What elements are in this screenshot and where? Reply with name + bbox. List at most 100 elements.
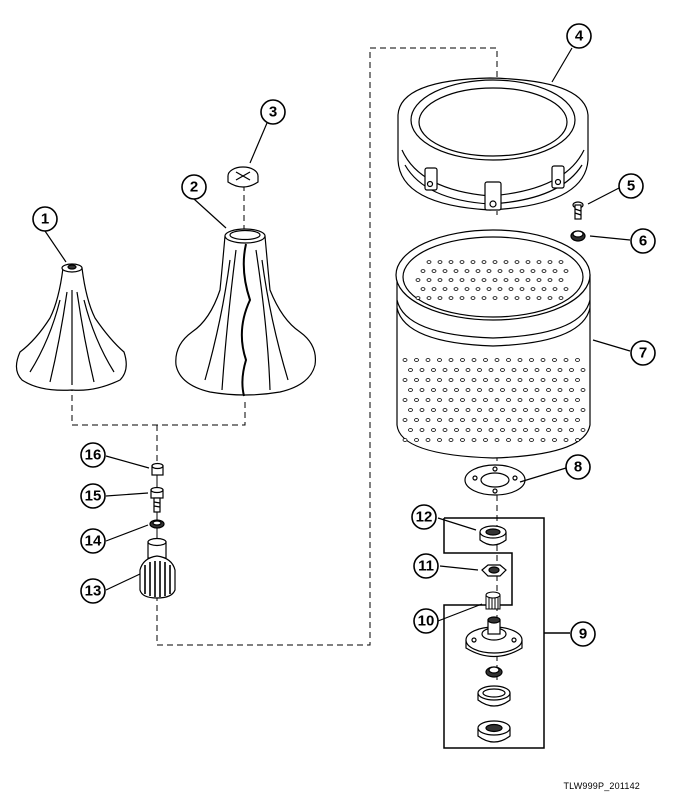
basket-hole [525, 296, 531, 300]
basket-hole [414, 358, 419, 362]
basket-hole [503, 278, 509, 282]
basket-hole [519, 269, 525, 273]
svg-text:6: 6 [639, 233, 647, 250]
callout-9: 9 [570, 621, 596, 647]
basket-hole [563, 269, 569, 273]
basket-hole [414, 438, 419, 442]
basket-hole [475, 269, 481, 273]
basket-hole [453, 269, 459, 273]
basket-hole [414, 398, 419, 402]
basket-hole [494, 378, 500, 382]
basket-hole [437, 398, 442, 402]
basket-hole [448, 260, 454, 264]
hub-body [465, 616, 523, 658]
basket-hole [511, 388, 517, 392]
basket-hole [503, 260, 509, 264]
basket-hole [415, 296, 421, 300]
basket-hole [442, 287, 448, 291]
basket-hole [546, 428, 551, 432]
basket-hole [575, 438, 580, 442]
basket-hole [547, 296, 553, 300]
basket-hole [483, 438, 488, 442]
basket-hole [492, 260, 498, 264]
basket-hole [425, 358, 431, 362]
svg-text:12: 12 [416, 509, 433, 526]
basket-hole [460, 418, 465, 422]
basket-hole [500, 368, 505, 372]
basket-hole [454, 388, 459, 392]
basket-hole [530, 287, 536, 291]
basket-hole [408, 408, 413, 412]
washer-part-6 [570, 230, 586, 242]
basket-hole [508, 269, 514, 273]
basket-hole [453, 287, 459, 291]
basket-hole [426, 296, 432, 300]
basket-hole [575, 398, 580, 402]
basket-hole [486, 269, 492, 273]
basket-hole [470, 260, 476, 264]
basket-hole [431, 428, 436, 432]
callout-7: 7 [630, 340, 656, 366]
callout-15: 15 [80, 483, 106, 509]
agitator-cap-part-3 [227, 166, 259, 188]
svg-text:15: 15 [85, 488, 102, 505]
basket-hole [534, 388, 540, 392]
basket-hole [477, 388, 482, 392]
basket-hole [523, 408, 528, 412]
basket-hole [517, 358, 523, 362]
basket-hole [514, 260, 520, 264]
callout-12: 12 [411, 504, 437, 530]
basket-hole [431, 368, 436, 372]
basket-hole [464, 287, 470, 291]
seal-part-12 [479, 525, 507, 546]
basket-hole [546, 408, 551, 412]
basket-hole [540, 438, 546, 442]
basket-hole [529, 358, 534, 362]
spline-part-10 [485, 591, 501, 610]
basket-hole [557, 368, 563, 372]
callout-14: 14 [80, 528, 106, 554]
basket-hole [460, 398, 465, 402]
basket-hole [558, 296, 564, 300]
basket-hole [437, 378, 442, 382]
basket-hole [470, 296, 476, 300]
basket-hole [492, 278, 498, 282]
reference-code: TLW999P_201142 [563, 781, 640, 791]
basket-hole [529, 398, 534, 402]
callout-5: 5 [618, 173, 644, 199]
basket-hole [414, 378, 419, 382]
basket-hole [500, 388, 505, 392]
basket-hole [425, 378, 431, 382]
basket-hole [471, 398, 477, 402]
basket-hole [536, 278, 542, 282]
basket-hole [563, 378, 569, 382]
callout-4: 4 [566, 23, 592, 49]
basket-hole [580, 408, 586, 412]
basket-hole [477, 368, 482, 372]
basket-hole [454, 408, 459, 412]
basket-hole [488, 368, 494, 372]
svg-text:5: 5 [627, 178, 635, 195]
basket-hole [494, 438, 500, 442]
basket-hole [534, 408, 540, 412]
basket-hole [540, 418, 546, 422]
basket-hole [464, 269, 470, 273]
basket-hole [541, 269, 547, 273]
basket-hole [523, 428, 528, 432]
screw-part-5 [572, 201, 584, 220]
basket-hole [408, 388, 413, 392]
basket-hole [481, 260, 487, 264]
basket-hole [483, 378, 488, 382]
basket-hole [448, 296, 454, 300]
basket-hole [431, 408, 436, 412]
basket-hole [437, 418, 442, 422]
agitator-part-2 [175, 228, 317, 397]
basket-hole [419, 368, 425, 372]
nut-part-16 [151, 462, 164, 476]
basket-hole [529, 418, 534, 422]
basket-hole [460, 438, 465, 442]
basket-hole [448, 358, 454, 362]
basket-hole [442, 388, 448, 392]
basket-hole [408, 428, 413, 432]
